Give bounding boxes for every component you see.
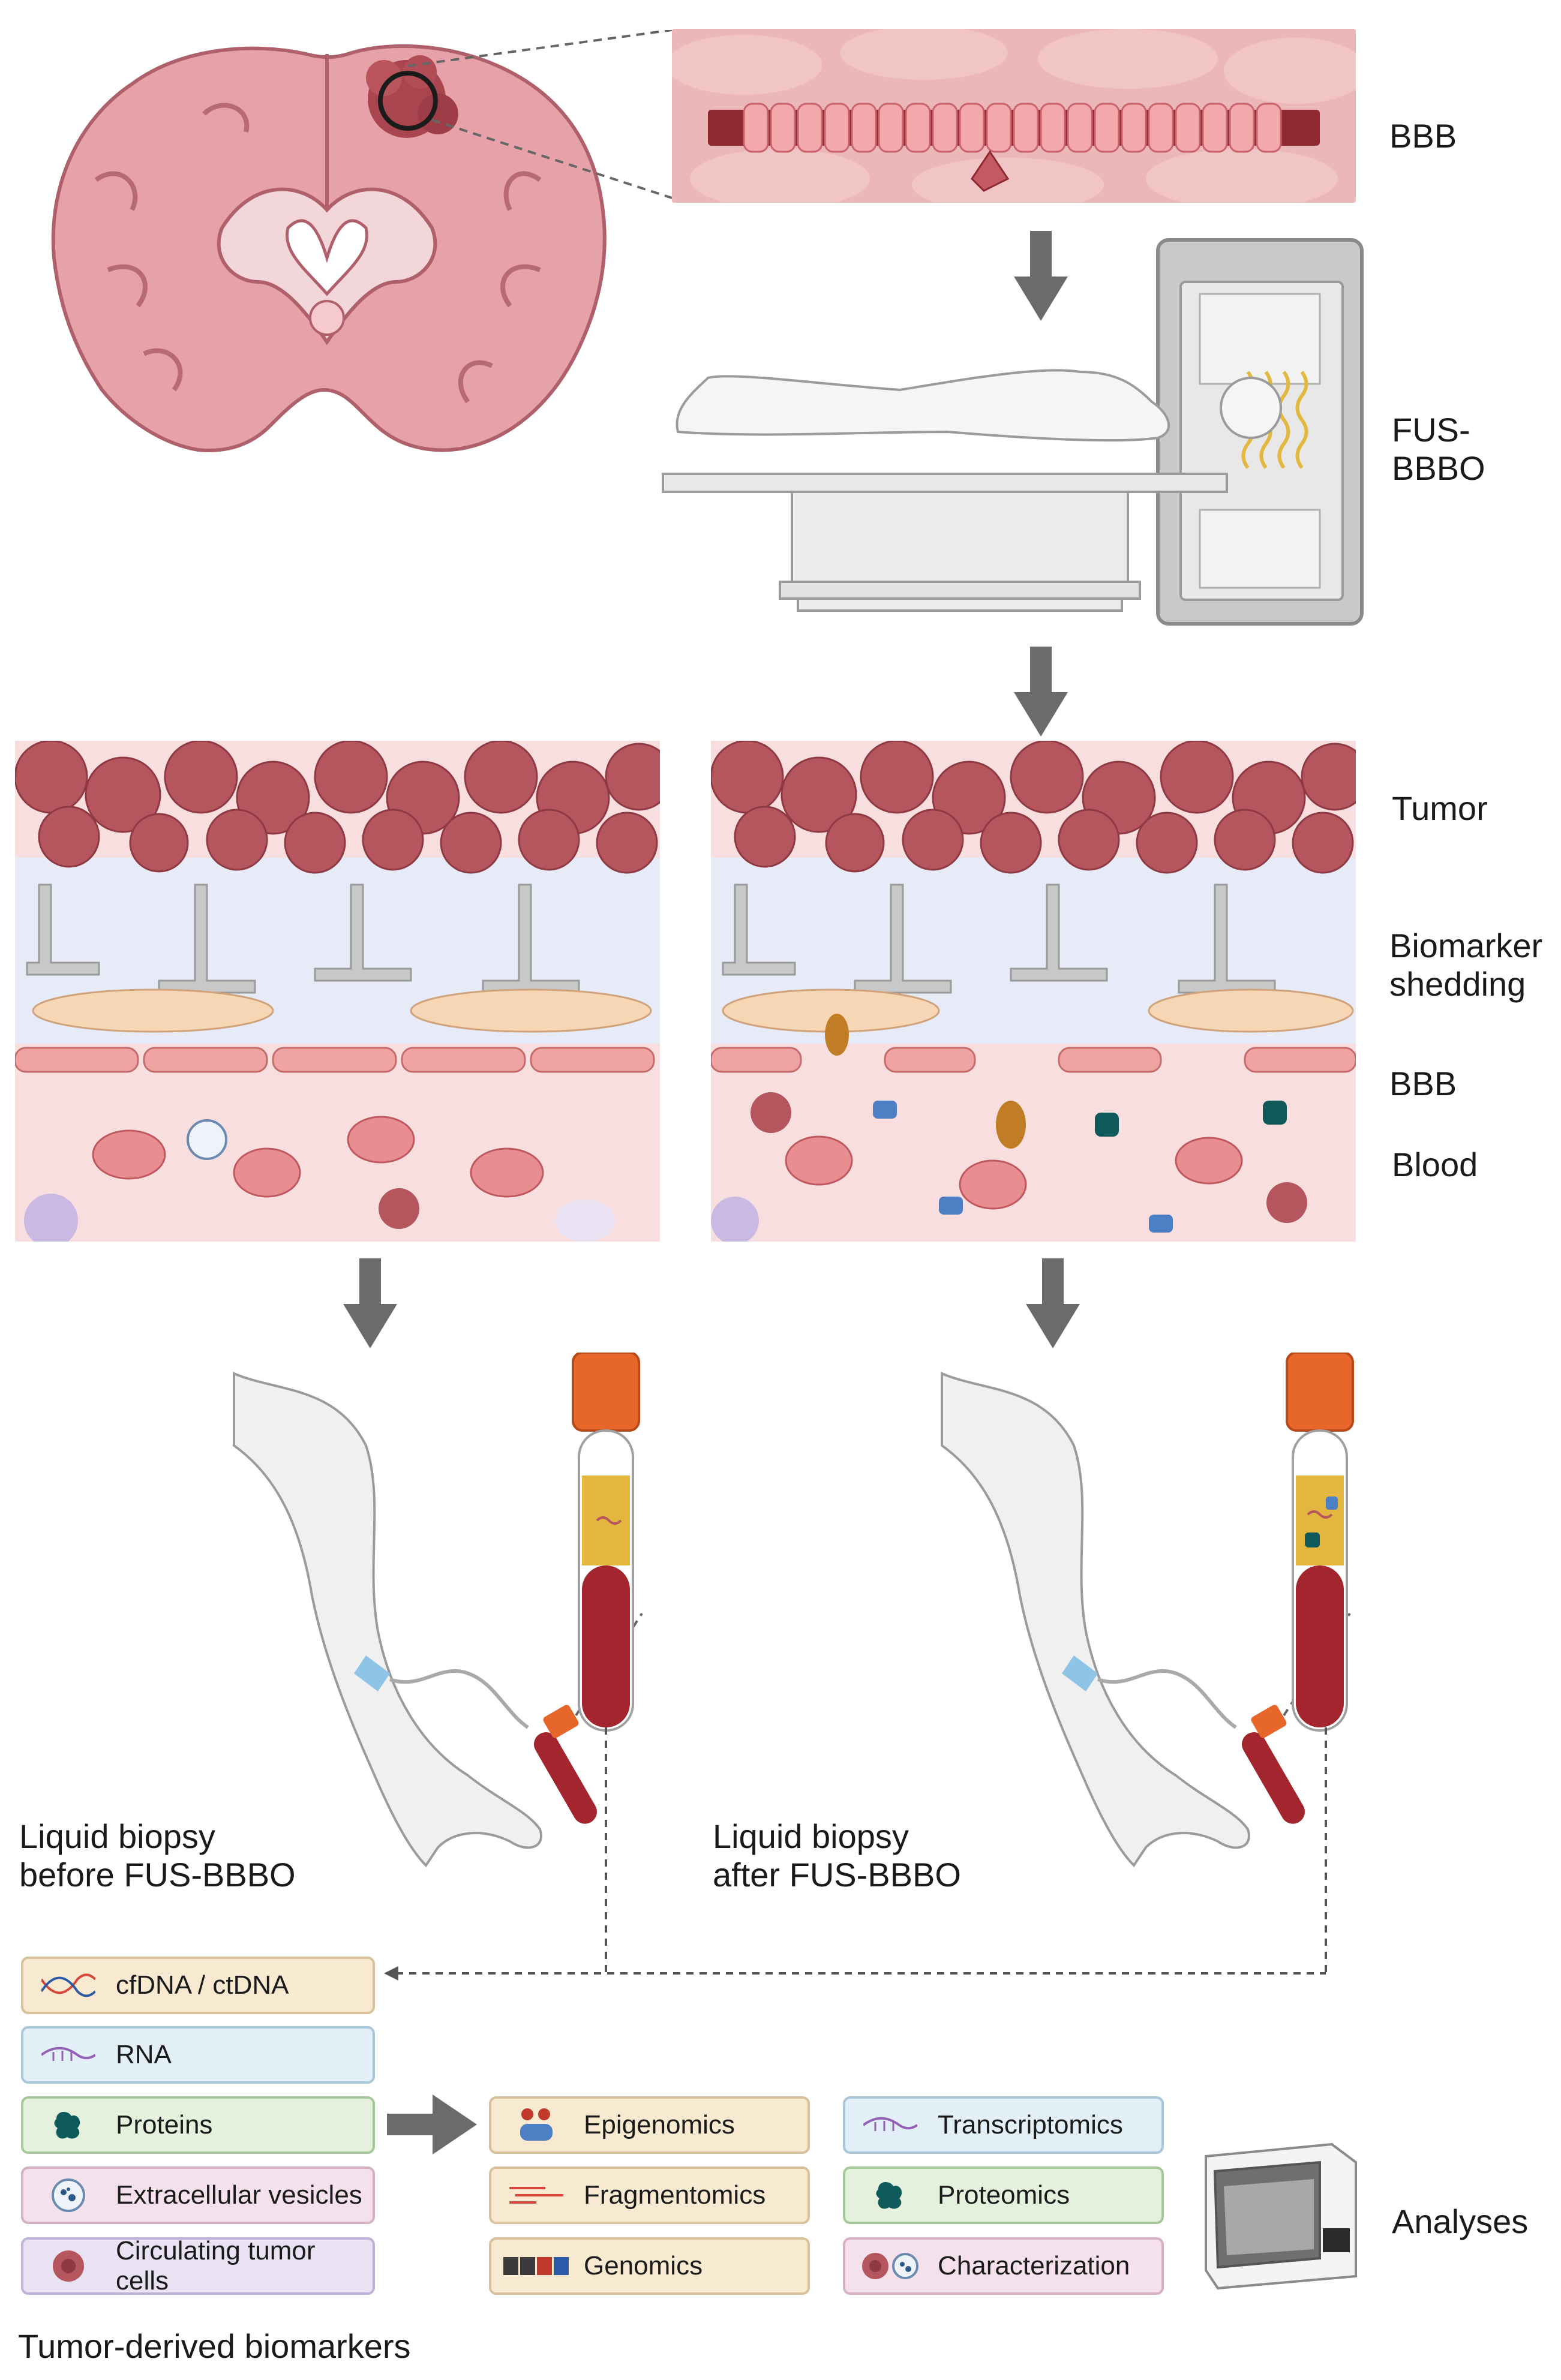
analysis-label: Genomics xyxy=(584,2251,703,2280)
tissue-panel-before xyxy=(15,741,660,1242)
analysis-proteomics: Proteomics xyxy=(843,2166,1164,2224)
label-analyses: Analyses xyxy=(1392,2202,1529,2240)
protein-icon xyxy=(857,2177,923,2213)
biomarker-proteins: Proteins xyxy=(21,2096,375,2154)
label-tumor: Tumor xyxy=(1392,789,1488,827)
rna-icon xyxy=(35,2037,101,2073)
biomarker-cfdna: cfDNA / ctDNA xyxy=(21,1957,375,2014)
vesicle-icon xyxy=(35,2177,101,2213)
down-arrow-3 xyxy=(343,1258,397,1348)
analysis-epigenomics: Epigenomics xyxy=(489,2096,810,2154)
biomarker-label: cfDNA / ctDNA xyxy=(116,1970,289,2000)
down-arrow-1 xyxy=(1014,231,1068,321)
analysis-transcriptomics: Transcriptomics xyxy=(843,2096,1164,2154)
label-fus-bbbo: FUS-BBBO xyxy=(1392,411,1485,487)
arm-blood-draw-before xyxy=(228,1356,660,1895)
tube-after xyxy=(1284,1353,1356,1736)
rna-icon xyxy=(857,2107,923,2143)
protein-icon xyxy=(35,2107,101,2143)
tumor-cell-icon xyxy=(35,2248,101,2284)
analysis-label: Epigenomics xyxy=(584,2110,735,2139)
analysis-fragmentomics: Fragmentomics xyxy=(489,2166,810,2224)
mri-fus-illustration xyxy=(660,234,1374,630)
label-biomarker-shedding: Biomarker shedding xyxy=(1389,927,1543,1003)
analysis-genomics: Genomics xyxy=(489,2237,810,2295)
biomarker-label: Circulating tumor cells xyxy=(116,2236,316,2295)
dashed-connector xyxy=(384,1727,1327,1981)
sequence-icon xyxy=(503,2248,569,2284)
analysis-characterization: Characterization xyxy=(843,2237,1164,2295)
brain-illustration xyxy=(24,30,642,468)
arm-blood-draw-after xyxy=(936,1356,1368,1895)
biomarker-vesicles: Extracellular vesicles xyxy=(21,2166,375,2224)
biomarker-label: RNA xyxy=(116,2040,172,2069)
brain-tumor xyxy=(366,55,458,138)
dna-icon xyxy=(35,1967,101,2003)
tumor-derived-biomarkers-title: Tumor-derived biomarkers xyxy=(18,2327,411,2365)
fragments-icon xyxy=(503,2177,569,2213)
tube-before xyxy=(570,1353,642,1736)
sequencer-device xyxy=(1194,2138,1362,2294)
label-bbb-layer: BBB xyxy=(1389,1065,1457,1102)
right-arrow xyxy=(387,2094,477,2154)
tumor-cell-icon xyxy=(857,2248,923,2284)
down-arrow-2 xyxy=(1014,647,1068,737)
tissue-panel-after xyxy=(711,741,1356,1242)
analysis-label: Transcriptomics xyxy=(938,2110,1123,2139)
biopsy-before-label: Liquid biopsy before FUS-BBBO xyxy=(19,1817,296,1894)
biomarker-label: Proteins xyxy=(116,2110,213,2139)
label-blood: Blood xyxy=(1392,1146,1478,1183)
zoom-lines xyxy=(408,30,672,199)
analysis-label: Characterization xyxy=(938,2251,1130,2280)
analysis-label: Proteomics xyxy=(938,2180,1070,2210)
down-arrow-4 xyxy=(1026,1258,1080,1348)
biopsy-after-label: Liquid biopsy after FUS-BBBO xyxy=(713,1817,961,1894)
label-bbb-top: BBB xyxy=(1389,117,1457,155)
analysis-label: Fragmentomics xyxy=(584,2180,766,2210)
epigenomics-icon xyxy=(503,2107,569,2143)
biomarker-ctc: Circulating tumor cells xyxy=(21,2236,375,2295)
biomarker-rna: RNA xyxy=(21,2026,375,2084)
biomarker-label: Extracellular vesicles xyxy=(116,2180,362,2210)
bbb-vessel-closeup xyxy=(672,29,1356,203)
